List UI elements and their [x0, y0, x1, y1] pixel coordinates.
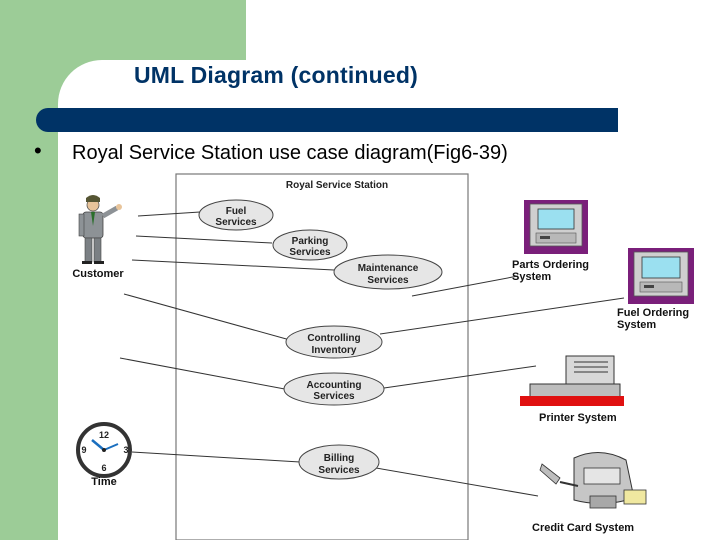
line-customer-accounting	[119, 357, 291, 391]
use-case-controlling-inventory: Controlling Inventory	[285, 325, 383, 359]
svg-text:Services: Services	[215, 217, 257, 228]
time-label: Time	[91, 476, 116, 488]
bullet-marker: •	[34, 138, 42, 163]
time-actor: 12 3 6 9 Time	[76, 422, 132, 488]
svg-text:Controlling: Controlling	[307, 333, 360, 344]
line-parts-maintenance	[411, 275, 519, 297]
svg-text:Services: Services	[318, 465, 360, 476]
parts-ordering-label-2: System	[512, 271, 551, 283]
svg-text:Services: Services	[367, 275, 409, 286]
credit-card-actor: Credit Card System	[532, 452, 647, 534]
computer-terminal-icon	[524, 200, 588, 254]
svg-text:Accounting: Accounting	[307, 380, 362, 391]
bullet-text: Royal Service Station use case diagram(F…	[72, 142, 508, 164]
use-case-accounting-services: Accounting Services	[283, 372, 385, 406]
credit-card-label: Credit Card System	[532, 522, 634, 534]
system-boundary-label: Royal Service Station	[286, 180, 388, 191]
fuel-ordering-label-2: System	[617, 319, 656, 331]
svg-text:Billing: Billing	[324, 453, 355, 464]
printer-icon	[520, 355, 624, 406]
customer-figure-icon	[78, 195, 122, 264]
parts-ordering-actor: Parts Ordering System	[512, 200, 589, 283]
title-rule-bar	[36, 108, 618, 132]
line-customer-fuel	[137, 211, 201, 217]
svg-text:3: 3	[123, 445, 128, 455]
line-credit-billing	[375, 467, 539, 497]
svg-text:Services: Services	[289, 247, 331, 258]
svg-text:Services: Services	[313, 391, 355, 402]
svg-text:Fuel: Fuel	[226, 206, 247, 217]
svg-text:9: 9	[81, 445, 86, 455]
printer-actor: Printer System	[520, 355, 624, 424]
parts-ordering-label-1: Parts Ordering	[512, 259, 589, 271]
computer-terminal-icon	[628, 248, 694, 304]
fuel-ordering-actor: Fuel Ordering System	[617, 248, 694, 331]
svg-text:Inventory: Inventory	[311, 345, 356, 356]
use-case-billing-services: Billing Services	[298, 444, 380, 480]
line-printer-accounting	[383, 365, 537, 389]
svg-text:12: 12	[99, 430, 109, 440]
customer-actor: Customer	[72, 195, 124, 280]
line-customer-inventory	[123, 293, 291, 341]
use-case-fuel-services: Fuel Services	[198, 199, 274, 231]
clock-icon: 12 3 6 9	[76, 422, 132, 478]
slide-title: UML Diagram (continued)	[134, 62, 419, 88]
printer-label: Printer System	[539, 412, 617, 424]
use-case-maintenance-services: Maintenance Services	[333, 254, 443, 290]
association-lines	[119, 211, 625, 497]
fuel-ordering-label-1: Fuel Ordering	[617, 307, 689, 319]
line-customer-maintenance	[131, 259, 335, 271]
svg-text:6: 6	[101, 463, 106, 473]
card-reader-machine-icon	[539, 452, 647, 509]
svg-text:Parking: Parking	[292, 236, 329, 247]
line-fuelorder-inventory	[379, 297, 625, 335]
customer-label: Customer	[72, 268, 124, 280]
svg-text:Maintenance: Maintenance	[358, 263, 419, 274]
line-customer-parking	[135, 235, 273, 244]
line-time-billing	[131, 451, 301, 463]
green-left-strip	[0, 0, 58, 540]
use-case-parking-services: Parking Services	[272, 229, 348, 261]
